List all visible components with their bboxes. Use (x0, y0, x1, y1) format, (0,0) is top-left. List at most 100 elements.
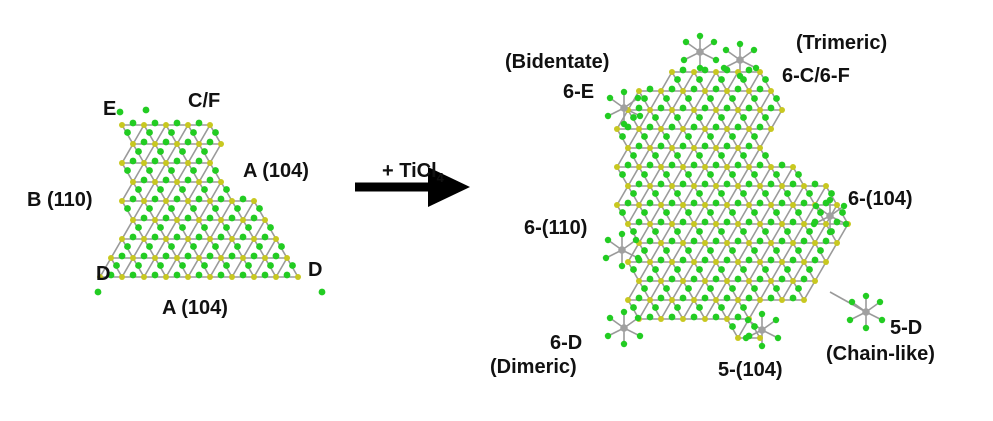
left-cluster-mg-atom (119, 198, 125, 204)
ti-bond (829, 291, 867, 313)
right-cluster-cl-atom (712, 199, 720, 207)
right-cluster-bond (748, 109, 761, 130)
right-cluster-cl-atom (751, 209, 758, 216)
right-cluster-cl-atom (668, 85, 676, 93)
right-cluster-cl-atom (707, 171, 714, 178)
reaction-arrow-head (428, 167, 470, 207)
right-cluster-cl-atom (630, 152, 637, 159)
right-cluster-mg-atom (768, 278, 774, 284)
right-cluster-bond (759, 242, 772, 263)
right-cluster-mg-atom (669, 259, 675, 265)
right-cluster-cl-atom (795, 171, 802, 178)
left-cluster-cl-atom (212, 129, 219, 136)
left-cluster-cl-atom (223, 186, 230, 193)
right-cluster-bond (770, 185, 783, 206)
right-cluster-cl-atom (707, 95, 714, 102)
left-cluster-mg-atom (218, 217, 224, 223)
ti-cl-atom (758, 310, 766, 318)
right-cluster-bonds (605, 36, 883, 346)
right-cluster-cl-atom (756, 85, 764, 93)
right-cluster-bond (660, 261, 673, 282)
right-cluster-mg-atom (713, 183, 719, 189)
right-cluster-cl-atom (773, 95, 780, 102)
right-cluster-bond (682, 147, 695, 168)
right-cluster-bond (781, 204, 794, 225)
right-cluster-cl-atom (762, 152, 769, 159)
left-cluster-bond (187, 219, 200, 240)
right-cluster-cl-atom (800, 237, 808, 245)
reagent-label: + TiCl4 (382, 160, 444, 185)
left-cluster-bond (275, 257, 288, 278)
right-cluster-cl-atom (806, 228, 813, 235)
right-cluster-mg-atom (757, 145, 763, 151)
ti-cl-atom (720, 64, 728, 72)
right-cluster-bond (616, 109, 629, 130)
right-cluster-cl-atom (685, 209, 692, 216)
right-cluster-cl-atom (740, 304, 747, 311)
left-cluster-cl-atom (212, 243, 219, 250)
right-cluster-bond (693, 204, 706, 225)
right-cluster-mg-atom (735, 335, 741, 341)
right-cluster-cl-atom (663, 171, 670, 178)
left-cluster-cl-atom (184, 252, 192, 260)
right-cluster-cl-atom (690, 237, 698, 245)
right-cluster-bond (748, 71, 761, 92)
ti-cl-atom (750, 46, 758, 54)
left-cluster-bond (209, 257, 222, 278)
left-cluster-mg-atom (141, 274, 147, 280)
ti-cl-atom (680, 56, 688, 64)
left-cluster-cl-atom (190, 243, 197, 250)
right-cluster-cl-atom (663, 95, 670, 102)
right-cluster-mg-atom (669, 183, 675, 189)
right-cluster-bond (682, 71, 695, 92)
right-cluster-cl-atom (679, 66, 687, 74)
right-cluster-mg-atom (680, 88, 686, 94)
right-cluster-cl-atom (668, 313, 676, 321)
left-cluster-cl-atom (162, 214, 170, 222)
right-cluster-cl-atom (729, 247, 736, 254)
left-cluster-bond (143, 181, 156, 202)
right-cluster-mg-atom (647, 297, 653, 303)
right-cluster-cl-atom (701, 142, 709, 150)
right-cluster-cl-atom (657, 294, 665, 302)
right-cluster-cl-atom (789, 294, 797, 302)
right-cluster-mg-atom (790, 202, 796, 208)
right-cluster-bond (748, 185, 761, 206)
right-cluster-cl-atom (718, 190, 725, 197)
right-cluster-cl-atom (762, 266, 769, 273)
left-cluster-cl-atom (261, 271, 269, 279)
left-cluster-bond (176, 162, 189, 183)
right-cluster-cl-atom (740, 152, 747, 159)
left-cluster-bond (209, 143, 222, 164)
right-cluster-bond (704, 109, 717, 130)
right-cluster-cl-atom (762, 76, 769, 83)
right-cluster-bond (715, 166, 728, 187)
right-cluster-mg-atom (746, 126, 752, 132)
right-cluster-cl-atom (690, 199, 698, 207)
right-cluster-cl-atom (641, 95, 648, 102)
right-cluster-cl-atom (646, 237, 654, 245)
right-cluster-mg-atom (713, 145, 719, 151)
right-cluster-mg-atom (724, 164, 730, 170)
right-cluster-mg-atom (724, 240, 730, 246)
left-cluster-bond (121, 219, 134, 240)
left-cluster-mg-atom (130, 217, 136, 223)
ti-atom (620, 324, 628, 332)
left-cluster-cl-atom (129, 157, 137, 165)
right-cluster-cl-atom (751, 171, 758, 178)
right-cluster-cl-atom (767, 256, 775, 264)
left-cluster-mg-atom (207, 122, 213, 128)
right-cluster-cl-atom (696, 304, 703, 311)
left-cluster-mg-atom (284, 255, 290, 261)
right-cluster-mg-atom (691, 183, 697, 189)
ti-cl-atom (682, 38, 690, 46)
left-cluster-cl-atom (124, 167, 131, 174)
right-cluster-bond (814, 261, 827, 282)
right-cluster-mg-atom (746, 164, 752, 170)
right-cluster-cl-atom (712, 123, 720, 131)
right-cluster-cl-atom (652, 304, 659, 311)
right-cluster-cl-atom (657, 218, 665, 226)
right-cluster-cl-atom (756, 161, 764, 169)
right-cluster-mg-atom (735, 107, 741, 113)
right-cluster-cl-atom (723, 218, 731, 226)
